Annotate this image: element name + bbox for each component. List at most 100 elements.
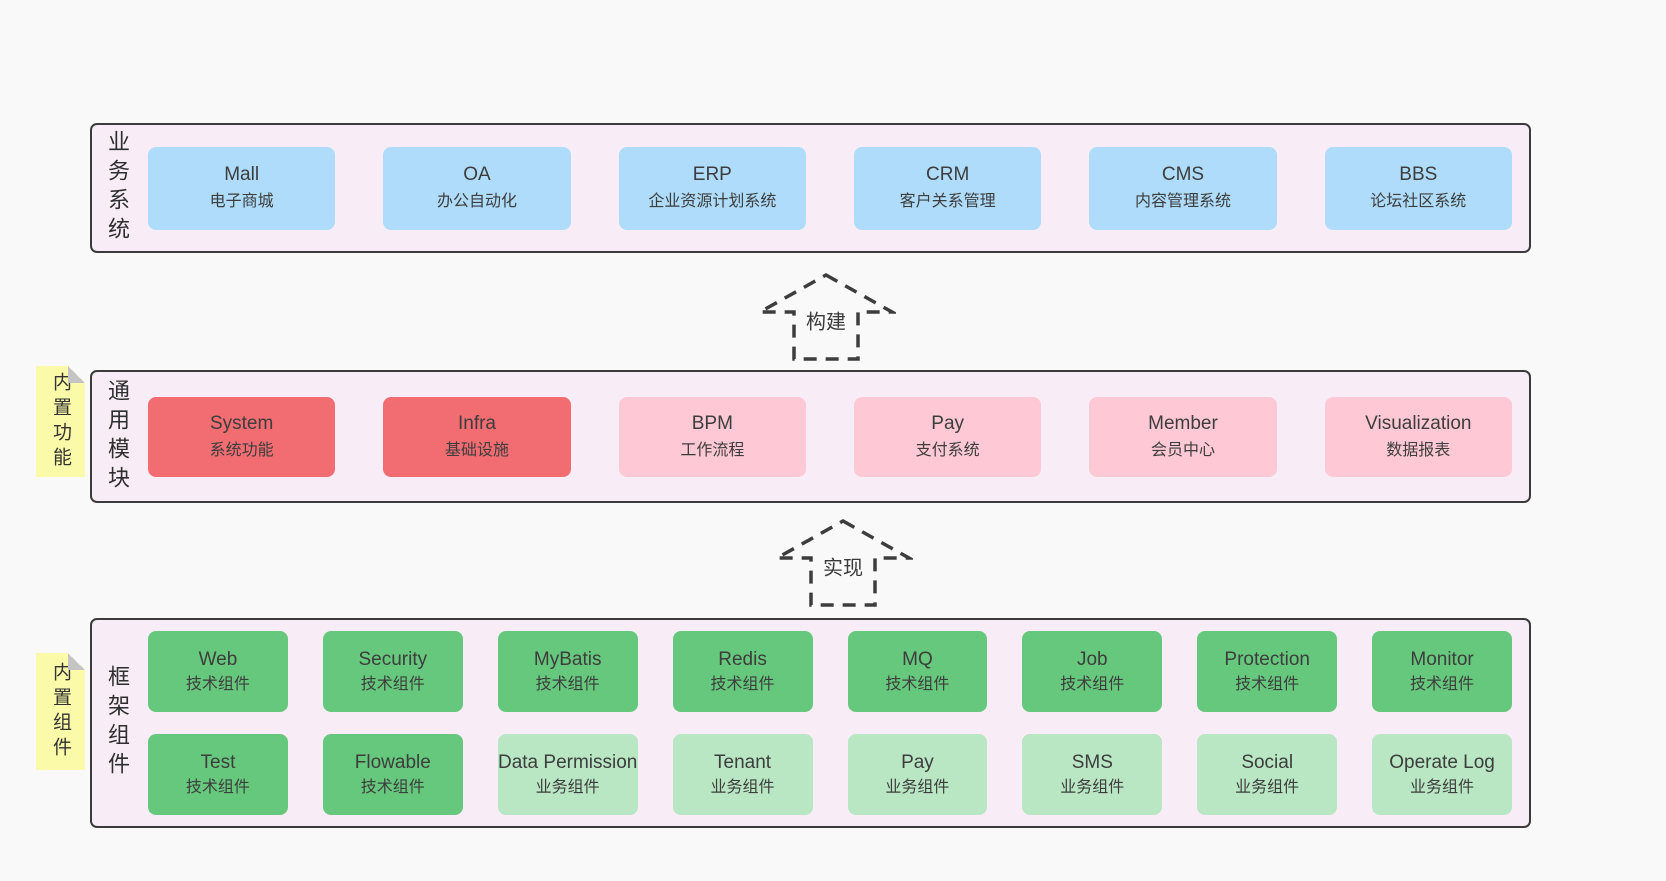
sticky-label: 内置功能: [50, 371, 71, 472]
box-subtitle: 技术组件: [710, 675, 775, 693]
common-modules-boxes: System 系统功能 Infra 基础设施 BPM 工作流程 Pay 支付系统…: [148, 372, 1512, 501]
box-mall: Mall 电子商城: [148, 146, 336, 230]
box-protection: Protection 技术组件: [1197, 631, 1338, 712]
box-subtitle: 论坛社区系统: [1370, 193, 1467, 210]
box-subtitle: 技术组件: [1235, 675, 1300, 693]
box-subtitle: 技术组件: [1060, 675, 1125, 693]
box-subtitle: 内容管理系统: [1134, 193, 1231, 210]
box-redis: Redis 技术组件: [672, 631, 813, 712]
box-title: Test: [200, 751, 236, 773]
sticky-fold-corner-icon: [68, 653, 85, 670]
box-subtitle: 会员中心: [1150, 441, 1215, 459]
box-title: MQ: [902, 648, 933, 670]
box-subtitle: 业务组件: [1235, 778, 1300, 796]
box-subtitle: 企业资源计划系统: [648, 193, 777, 210]
framework-row-2: Test 技术组件 Flowable 技术组件 Data Permission …: [148, 734, 1512, 815]
box-web: Web 技术组件: [148, 631, 288, 712]
common-modules-label: 通用模块: [105, 378, 130, 495]
box-title: Redis: [718, 648, 767, 670]
box-subtitle: 业务组件: [1060, 778, 1125, 796]
box-test: Test 技术组件: [148, 734, 288, 815]
box-member: Member 会员中心: [1089, 396, 1277, 477]
box-mq: MQ 技术组件: [847, 631, 988, 712]
box-subtitle: 工作流程: [680, 441, 745, 459]
box-security: Security 技术组件: [322, 631, 463, 712]
box-subtitle: 技术组件: [1410, 675, 1475, 693]
box-crm: CRM 客户关系管理: [853, 146, 1042, 230]
box-flowable: Flowable 技术组件: [322, 734, 463, 815]
business-systems-label: 业务系统: [105, 130, 130, 246]
build-arrow: 构建: [756, 271, 896, 363]
box-title: SMS: [1071, 751, 1113, 773]
implement-arrow: 实现: [773, 517, 913, 609]
framework-row-1: Web 技术组件 Security 技术组件 MyBatis 技术组件 Redi…: [148, 631, 1512, 712]
box-subtitle: 电子商城: [209, 193, 274, 210]
build-arrow-label: 构建: [803, 305, 849, 335]
box-title: System: [209, 412, 274, 434]
box-sms: SMS 业务组件: [1022, 734, 1163, 815]
box-title: ERP: [692, 164, 732, 185]
box-subtitle: 支付系统: [915, 441, 980, 459]
box-title: Data Permission: [497, 751, 638, 773]
box-subtitle: 业务组件: [885, 778, 950, 796]
box-title: Web: [198, 648, 238, 670]
box-subtitle: 数据报表: [1386, 441, 1451, 459]
business-systems-boxes: Mall 电子商城 OA 办公自动化 ERP 企业资源计划系统 CRM 客户关系…: [148, 125, 1512, 251]
box-title: Security: [358, 648, 428, 670]
box-subtitle: 系统功能: [209, 441, 274, 459]
implement-arrow-label: 实现: [820, 551, 866, 581]
box-operate-log: Operate Log 业务组件: [1372, 734, 1512, 815]
box-system: System 系统功能: [148, 396, 336, 477]
framework-components-rows: Web 技术组件 Security 技术组件 MyBatis 技术组件 Redi…: [148, 620, 1512, 826]
box-subtitle: 客户关系管理: [899, 193, 996, 210]
box-bpm: BPM 工作流程: [618, 396, 806, 477]
box-social: Social 业务组件: [1197, 734, 1338, 815]
box-subtitle: 业务组件: [1410, 778, 1475, 796]
box-subtitle: 技术组件: [360, 778, 425, 796]
box-monitor: Monitor 技术组件: [1372, 631, 1512, 712]
box-title: Pay: [931, 412, 965, 434]
box-subtitle: 技术组件: [185, 675, 250, 693]
box-data-permission: Data Permission 业务组件: [497, 734, 638, 815]
box-title: Member: [1148, 412, 1218, 434]
box-oa: OA 办公自动化: [383, 146, 571, 230]
sticky-label: 内置组件: [50, 661, 71, 762]
box-title: Tenant: [714, 751, 772, 773]
box-title: Mall: [224, 164, 260, 185]
builtin-components-sticky: 内置组件: [36, 653, 85, 770]
box-subtitle: 技术组件: [535, 675, 600, 693]
box-title: Infra: [457, 412, 496, 434]
box-title: Monitor: [1410, 648, 1474, 670]
box-subtitle: 技术组件: [885, 675, 950, 693]
box-pay-biz: Pay 业务组件: [847, 734, 988, 815]
common-modules-section: 通用模块 System 系统功能 Infra 基础设施 BPM 工作流程 Pay…: [90, 370, 1531, 503]
box-cms: CMS 内容管理系统: [1089, 146, 1277, 230]
box-title: BBS: [1399, 164, 1438, 185]
box-subtitle: 办公自动化: [436, 193, 517, 210]
box-title: Pay: [901, 751, 934, 773]
box-mybatis: MyBatis 技术组件: [497, 631, 638, 712]
box-tenant: Tenant 业务组件: [672, 734, 813, 815]
box-title: Visualization: [1365, 412, 1472, 434]
box-title: BPM: [691, 412, 733, 434]
box-subtitle: 业务组件: [535, 778, 600, 796]
box-title: MyBatis: [533, 648, 602, 670]
box-bbs: BBS 论坛社区系统: [1324, 146, 1512, 230]
framework-components-label: 框架组件: [105, 665, 130, 781]
box-title: CMS: [1161, 164, 1205, 185]
box-title: Social: [1241, 751, 1294, 773]
box-title: Flowable: [354, 751, 431, 773]
box-title: Operate Log: [1389, 751, 1495, 773]
box-subtitle: 技术组件: [185, 778, 250, 796]
box-job: Job 技术组件: [1022, 631, 1163, 712]
box-subtitle: 技术组件: [360, 675, 425, 693]
box-subtitle: 基础设施: [444, 441, 509, 459]
box-title: Protection: [1224, 648, 1310, 670]
sticky-fold-corner-icon: [68, 366, 85, 383]
box-title: Job: [1076, 648, 1108, 670]
builtin-functions-sticky: 内置功能: [36, 366, 85, 477]
box-visualization: Visualization 数据报表: [1324, 396, 1512, 477]
business-systems-section: 业务系统 Mall 电子商城 OA 办公自动化 ERP 企业资源计划系统 CRM…: [90, 123, 1531, 253]
box-erp: ERP 企业资源计划系统: [618, 146, 806, 230]
